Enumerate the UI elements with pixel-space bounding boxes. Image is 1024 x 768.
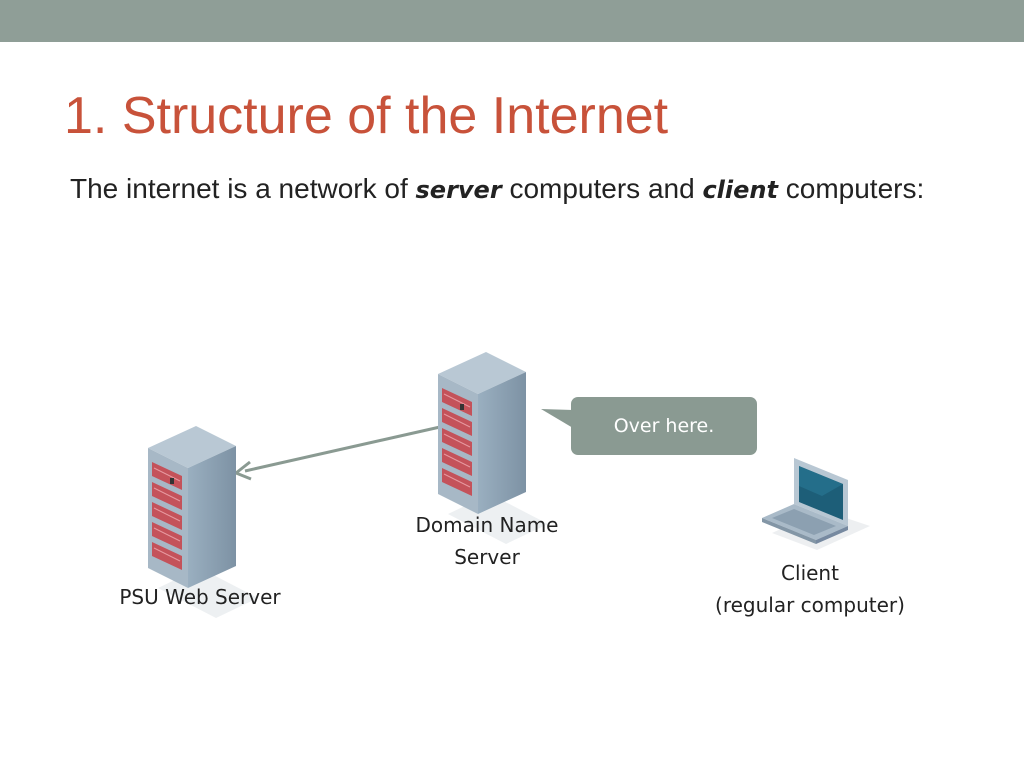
intro-suffix: computers: [777,173,925,204]
network-diagram [147,351,870,619]
client-label-line1: Client [781,561,839,585]
callout-tail [541,409,573,428]
psu-web-server-label: PSU Web Server [119,585,281,609]
term-client: client [702,176,778,204]
laptop-icon [762,458,870,550]
dns-label-line1: Domain Name [415,513,559,537]
intro-middle: computers and [501,173,703,204]
term-server: server [415,176,502,204]
client-label: Client (regular computer) [690,557,930,621]
client-label-line2: (regular computer) [715,593,905,617]
slide-title: 1. Structure of the Internet [64,87,669,145]
dns-label: Domain Name Server [387,509,587,573]
intro-text: The internet is a network of server comp… [70,170,930,209]
dns-label-line2: Server [454,545,520,569]
top-banner [0,0,1024,42]
callout-bubble: Over here. [571,397,757,455]
intro-prefix: The internet is a network of [70,173,416,204]
dns-to-web-server-arrow [234,425,441,481]
